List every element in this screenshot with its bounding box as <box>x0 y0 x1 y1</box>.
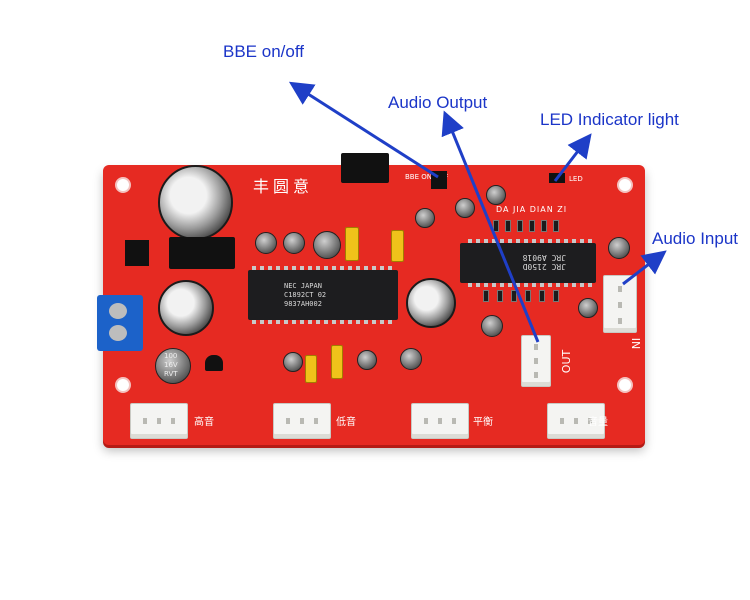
small-capacitor <box>415 208 435 228</box>
resistor <box>525 290 531 302</box>
small-capacitor <box>608 237 630 259</box>
bass-connector[interactable] <box>273 403 331 439</box>
callout-audio-output: Audio Output <box>388 93 488 112</box>
resistor <box>497 290 503 302</box>
resistor <box>529 220 535 232</box>
brand-pinyin: DA JIA DIAN ZI <box>496 205 568 214</box>
callout-bbe: BBE on/off <box>223 42 304 61</box>
mounting-hole <box>115 377 131 393</box>
small-capacitor <box>486 185 506 205</box>
led-silk: LED <box>569 175 583 183</box>
resistor <box>553 290 559 302</box>
small-capacitor <box>400 348 422 370</box>
knob-label-volume: 音量 <box>588 417 608 428</box>
knob-label-balance: 平衡 <box>473 417 493 428</box>
resistor <box>483 290 489 302</box>
output-capacitor <box>406 278 456 328</box>
knob-label-bass: 低音 <box>336 417 356 428</box>
film-capacitor <box>391 230 404 262</box>
small-capacitor <box>313 231 341 259</box>
balance-connector[interactable] <box>411 403 469 439</box>
bridge-rectifier <box>125 240 149 266</box>
resistor <box>539 290 545 302</box>
pcb-board: 丰圆意 DA JIA DIAN ZI BBE ON-OFF LED IN OUT… <box>97 153 645 445</box>
small-capacitor <box>455 198 475 218</box>
resistor <box>553 220 559 232</box>
mounting-hole <box>617 177 633 193</box>
arrow-bbe <box>288 81 439 179</box>
knob-label-treble: 高音 <box>194 417 214 428</box>
transistor <box>205 355 223 371</box>
mounting-hole <box>617 377 633 393</box>
resistor <box>505 220 511 232</box>
capacitor-100uf: 100 16V RVT <box>155 348 191 384</box>
film-capacitor <box>305 355 317 383</box>
callout-led: LED Indicator light <box>540 110 679 129</box>
treble-connector[interactable] <box>130 403 188 439</box>
resistor <box>517 220 523 232</box>
arrow-audio-output <box>441 110 540 343</box>
bbe-processor-chip: NEC JAPAN C1892CT 02 9837AH002 <box>248 266 398 324</box>
small-capacitor <box>357 350 377 370</box>
voltage-regulator <box>169 237 235 269</box>
filter-capacitor <box>158 280 214 336</box>
resistor <box>493 220 499 232</box>
film-capacitor <box>345 227 359 261</box>
film-capacitor <box>331 345 343 379</box>
small-capacitor <box>578 298 598 318</box>
resistor <box>511 290 517 302</box>
audio-input-connector[interactable] <box>603 275 637 333</box>
small-capacitor <box>283 232 305 254</box>
mounting-hole <box>115 177 131 193</box>
bbe-silk: BBE ON-OFF <box>405 173 449 181</box>
arrow-audio-input <box>622 250 667 286</box>
power-terminal <box>97 295 143 351</box>
small-capacitor <box>255 232 277 254</box>
callout-audio-input: Audio Input <box>652 229 739 248</box>
arrow-led <box>553 133 592 182</box>
volume-connector[interactable] <box>547 403 605 439</box>
resistor <box>541 220 547 232</box>
brand-chinese: 丰圆意 <box>253 177 314 196</box>
small-capacitor <box>283 352 303 372</box>
small-capacitor <box>481 315 503 337</box>
bbe-switch-ic <box>341 153 389 183</box>
